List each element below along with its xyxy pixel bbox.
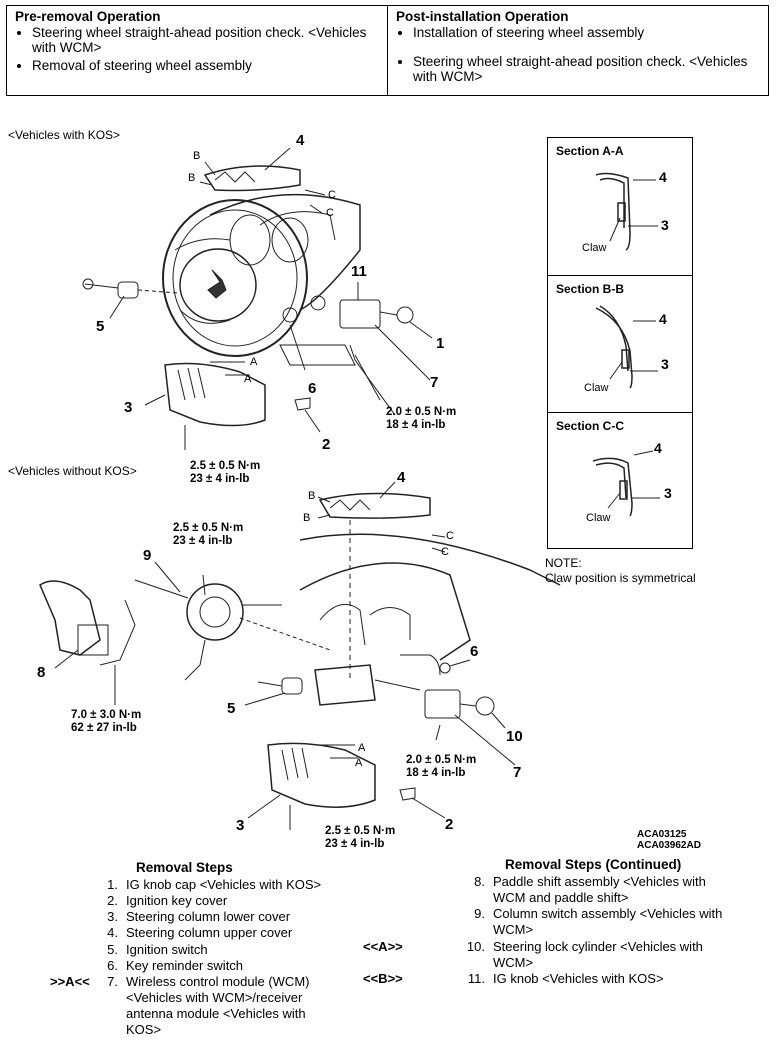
section-callout: 3 bbox=[664, 485, 672, 501]
callout-number: 5 bbox=[96, 318, 105, 335]
section-marker: B bbox=[303, 512, 311, 524]
post-installation-item: Installation of steering wheel assembly bbox=[413, 25, 760, 40]
service-point-mark: <<A>> bbox=[363, 939, 403, 954]
callout-number: 3 bbox=[236, 817, 245, 834]
section-callout: 4 bbox=[654, 440, 662, 456]
callout-number: 6 bbox=[308, 380, 317, 397]
section-view: Section B-B 4 3 Claw bbox=[548, 275, 692, 412]
section-views-box: Section A-A 4 3 Claw Section B-B 4 3 Cla… bbox=[547, 137, 693, 549]
callout-number: 1 bbox=[436, 335, 445, 352]
section-title: Section C-C bbox=[556, 419, 625, 433]
section-marker: B bbox=[188, 172, 196, 184]
section-marker: C bbox=[326, 207, 334, 219]
callout-number: 2 bbox=[445, 816, 454, 833]
section-marker: A bbox=[250, 356, 258, 368]
callout-number: 11 bbox=[351, 263, 367, 280]
claw-label: Claw bbox=[586, 512, 611, 524]
service-point-mark: <<B>> bbox=[363, 971, 403, 986]
callout-number: 10 bbox=[506, 728, 523, 745]
nokos-group-label: <Vehicles without KOS> bbox=[8, 464, 137, 478]
callout-number: 6 bbox=[470, 643, 479, 660]
post-installation-column: Post-installation Operation Installation… bbox=[387, 6, 768, 95]
callout-number: 7 bbox=[430, 374, 439, 391]
callout-number: 8 bbox=[37, 664, 46, 681]
claw-label: Claw bbox=[584, 382, 609, 394]
note: NOTE: Claw position is symmetrical bbox=[545, 556, 696, 586]
section-drawing bbox=[595, 172, 658, 251]
section-marker: A bbox=[244, 373, 252, 385]
pre-removal-title: Pre-removal Operation bbox=[15, 9, 161, 24]
section-view: Section A-A 4 3 Claw bbox=[548, 138, 692, 274]
pre-removal-column: Pre-removal Operation Steering wheel str… bbox=[7, 6, 387, 95]
pre-removal-item: Steering wheel straight-ahead position c… bbox=[32, 25, 379, 55]
removal-steps-continued-title: Removal Steps (Continued) bbox=[505, 857, 682, 872]
section-drawing bbox=[592, 450, 660, 517]
section-marker: A bbox=[355, 757, 363, 769]
section-marker: B bbox=[308, 490, 316, 502]
service-point-mark: >>A<< bbox=[50, 974, 90, 989]
section-marker: C bbox=[446, 530, 454, 542]
post-installation-title: Post-installation Operation bbox=[396, 9, 569, 24]
callout-number: 9 bbox=[143, 547, 152, 564]
section-marker: C bbox=[328, 189, 336, 201]
section-marker: C bbox=[441, 546, 449, 558]
callout-number: 2 bbox=[322, 436, 331, 453]
section-marker: A bbox=[358, 742, 366, 754]
callout-number: 3 bbox=[124, 399, 133, 416]
callout-number: 4 bbox=[397, 469, 406, 486]
section-callout: 4 bbox=[659, 311, 667, 327]
note-title: NOTE: bbox=[545, 556, 582, 570]
post-installation-item: Steering wheel straight-ahead position c… bbox=[413, 54, 760, 84]
operations-table: Pre-removal Operation Steering wheel str… bbox=[6, 5, 769, 96]
callout-number: 4 bbox=[296, 132, 305, 149]
section-marker: B bbox=[193, 150, 201, 162]
callout-number: 7 bbox=[513, 764, 522, 781]
kos-group-label: <Vehicles with KOS> bbox=[8, 128, 121, 142]
section-title: Section B-B bbox=[556, 282, 625, 296]
section-drawing bbox=[595, 305, 658, 389]
section-callout: 3 bbox=[661, 217, 669, 233]
pre-removal-item: Removal of steering wheel assembly bbox=[32, 58, 379, 73]
section-callout: 3 bbox=[661, 356, 669, 372]
callout-number: 5 bbox=[227, 700, 236, 717]
section-callout: 4 bbox=[659, 169, 667, 185]
note-text: Claw position is symmetrical bbox=[545, 571, 696, 585]
section-view: Section C-C 4 3 Claw bbox=[548, 412, 692, 549]
section-title: Section A-A bbox=[556, 144, 624, 158]
claw-label: Claw bbox=[582, 242, 607, 254]
removal-steps-title: Removal Steps bbox=[136, 860, 233, 875]
